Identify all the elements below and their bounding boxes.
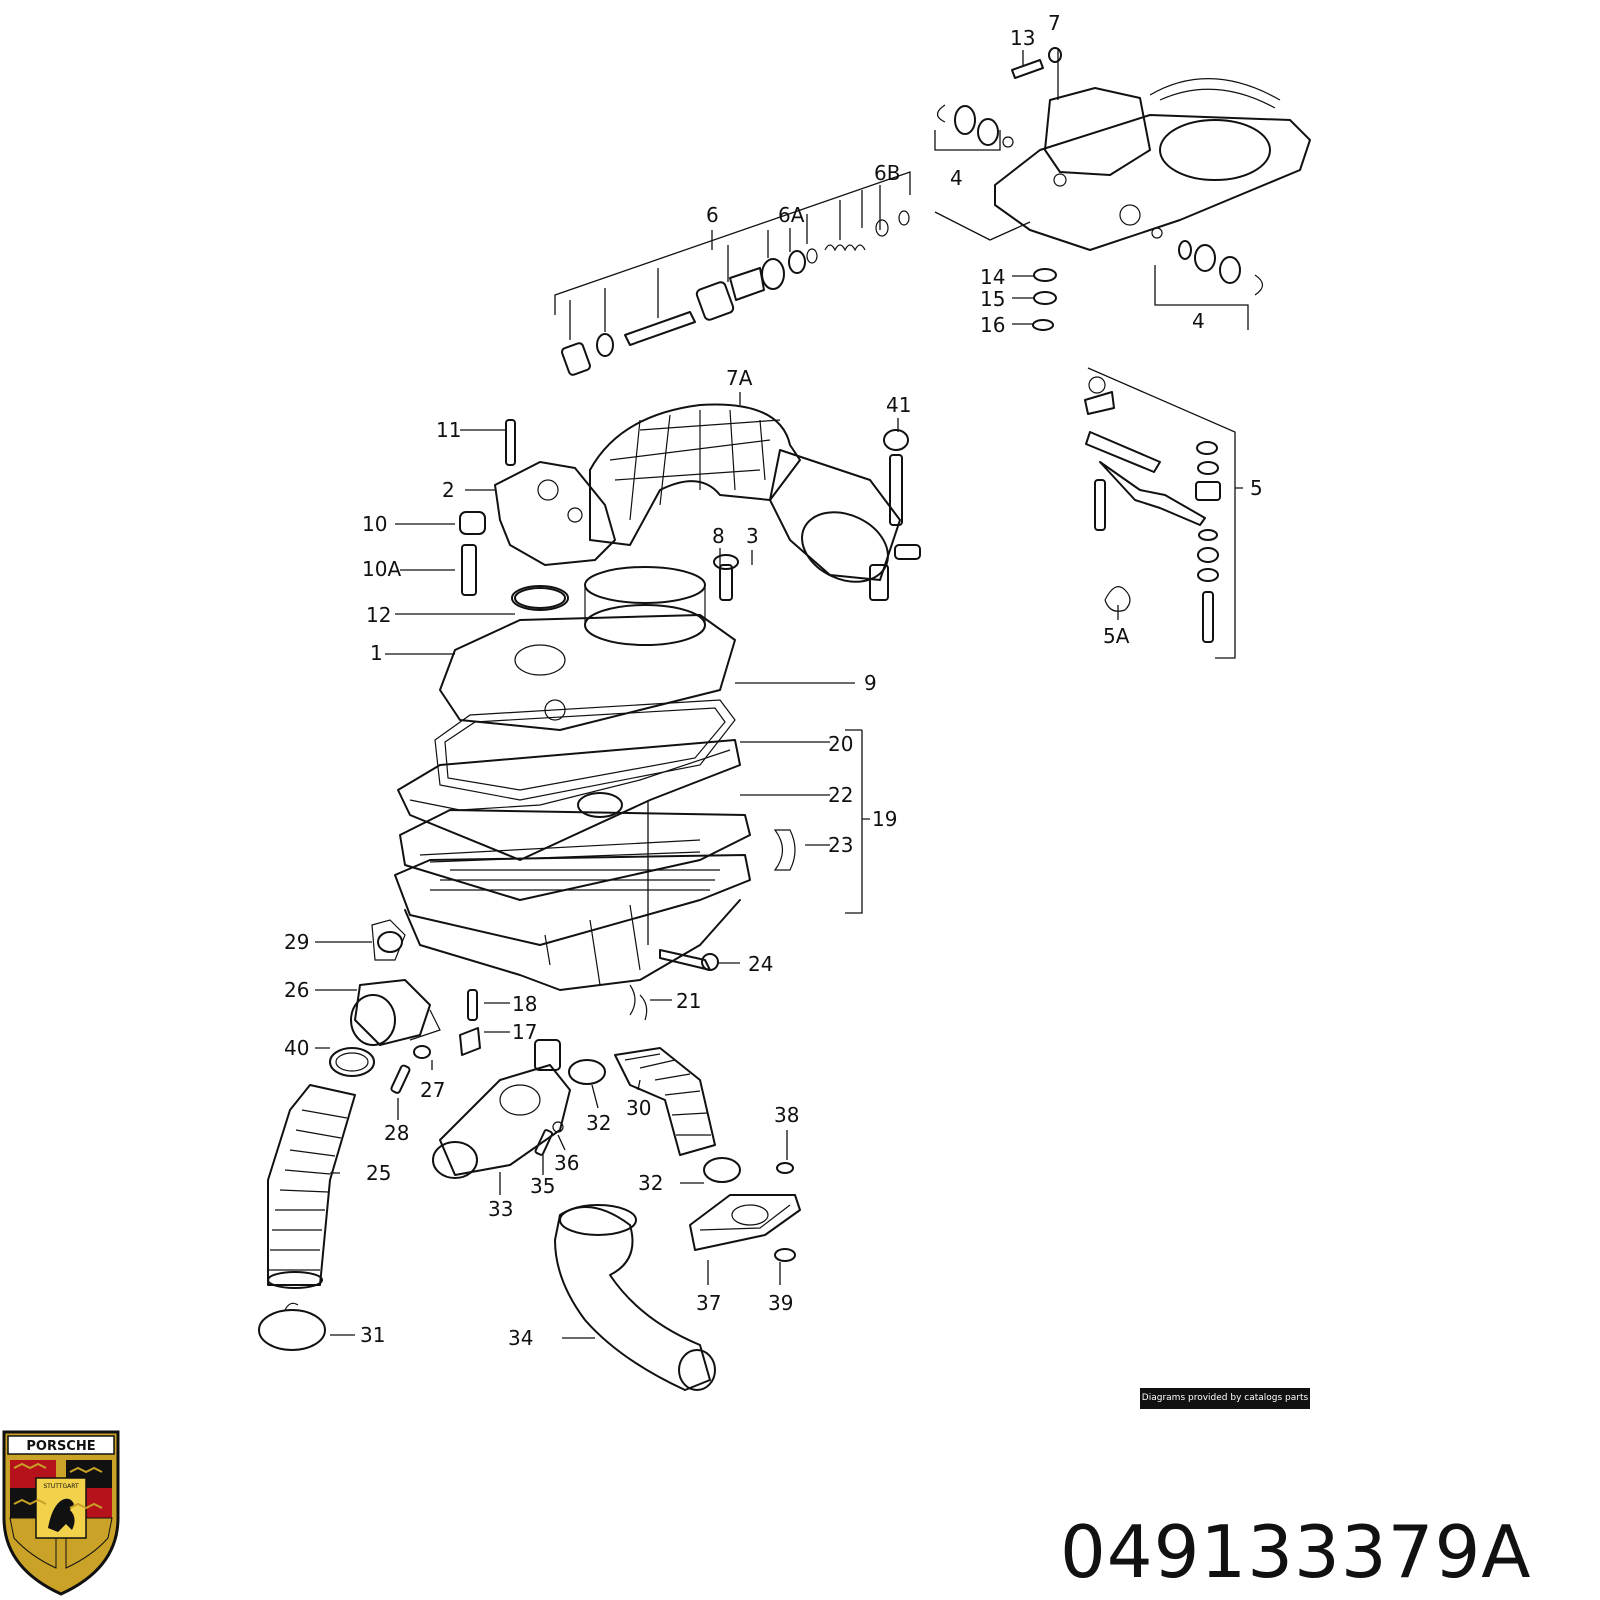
callout-5a: 5A (1103, 624, 1130, 648)
callout-1: 1 (370, 641, 383, 665)
callout-6: 6 (706, 203, 719, 227)
callout-10: 10 (362, 512, 387, 536)
callout-17: 17 (512, 1020, 537, 1044)
callout-40: 40 (284, 1036, 309, 1060)
callout-4-right: 4 (1192, 309, 1205, 333)
throttle-housing-2 (459, 419, 616, 611)
callout-24: 24 (748, 952, 773, 976)
callout-34: 34 (508, 1326, 533, 1350)
bellows-hose-25 (267, 1084, 356, 1289)
intake-hose-7a (589, 403, 921, 601)
callout-37: 37 (696, 1291, 721, 1315)
callout-11: 11 (436, 418, 461, 442)
callout-14: 14 (980, 265, 1005, 289)
callout-32-top: 32 (586, 1111, 611, 1135)
callout-28: 28 (384, 1121, 409, 1145)
washers-14-16 (1032, 268, 1057, 331)
pressure-regulator-parts (554, 171, 911, 376)
callout-10a: 10A (362, 557, 401, 581)
callout-36: 36 (554, 1151, 579, 1175)
seal-kit-left (934, 104, 1014, 151)
callout-41: 41 (886, 393, 911, 417)
callout-20: 20 (828, 732, 853, 756)
callout-leaders (315, 48, 1243, 1339)
callout-5: 5 (1250, 476, 1263, 500)
callout-31: 31 (360, 1323, 385, 1347)
callout-7: 7 (1048, 11, 1061, 35)
callout-23: 23 (828, 833, 853, 857)
callout-13: 13 (1010, 26, 1035, 50)
fuel-distributor-assembly (934, 78, 1311, 251)
part-number: 049133379A (1060, 1510, 1532, 1594)
bracket-37 (689, 1194, 801, 1251)
logo-city-text: STUTTGART (43, 1483, 79, 1490)
callout-4-top: 4 (950, 166, 963, 190)
callout-19: 19 (872, 807, 897, 831)
callout-15: 15 (980, 287, 1005, 311)
bracket-assembly-5 (1084, 367, 1236, 659)
callout-9: 9 (864, 671, 877, 695)
callout-12: 12 (366, 603, 391, 627)
callout-6a: 6A (778, 203, 805, 227)
callout-32-bottom: 32 (638, 1171, 663, 1195)
screw-28 (390, 1064, 411, 1094)
callout-3: 3 (746, 524, 759, 548)
callout-16: 16 (980, 313, 1005, 337)
callout-39: 39 (768, 1291, 793, 1315)
callout-labels: 7 13 6B 4 6 6A 14 15 16 4 7A 41 11 5 2 1… (284, 11, 1263, 1350)
small-parts (371, 800, 719, 1056)
callout-35: 35 (530, 1174, 555, 1198)
clip-31 (258, 1302, 326, 1351)
callout-22: 22 (828, 783, 853, 807)
callout-6b: 6B (874, 161, 900, 185)
nuts-38-39 (774, 1162, 796, 1262)
screw-13 (1011, 47, 1062, 79)
clamp-40 (329, 1047, 375, 1077)
intake-connector-26 (350, 979, 441, 1059)
gasket-9 (434, 699, 736, 801)
callout-29: 29 (284, 930, 309, 954)
seal-kit-right (1151, 227, 1264, 330)
clamp-32 (568, 1059, 741, 1183)
callout-8: 8 (712, 524, 725, 548)
horse-icon (48, 1498, 75, 1532)
air-cleaner-lower-20 (397, 739, 741, 861)
callout-25: 25 (366, 1161, 391, 1185)
filter-element-22 (399, 809, 751, 901)
logo-brand-text: PORSCHE (26, 1439, 95, 1454)
lower-housing-19 (394, 829, 796, 991)
callout-21: 21 (676, 989, 701, 1013)
callout-2: 2 (442, 478, 455, 502)
throttle-switch-33 (432, 1039, 571, 1179)
brand-crest-logo: PORSCHE STUTTGART (2, 1430, 120, 1596)
callout-33: 33 (488, 1197, 513, 1221)
callout-26: 26 (284, 978, 309, 1002)
callout-18: 18 (512, 992, 537, 1016)
callout-38: 38 (774, 1103, 799, 1127)
air-duct-34 (554, 1204, 716, 1391)
callout-7a: 7A (726, 366, 753, 390)
diagram-credit: Diagrams provided by catalogs parts (1140, 1388, 1310, 1409)
callout-27: 27 (420, 1078, 445, 1102)
callout-30: 30 (626, 1096, 651, 1120)
hose-connector-8-3 (514, 554, 739, 646)
bellows-hose-30 (614, 1047, 716, 1156)
